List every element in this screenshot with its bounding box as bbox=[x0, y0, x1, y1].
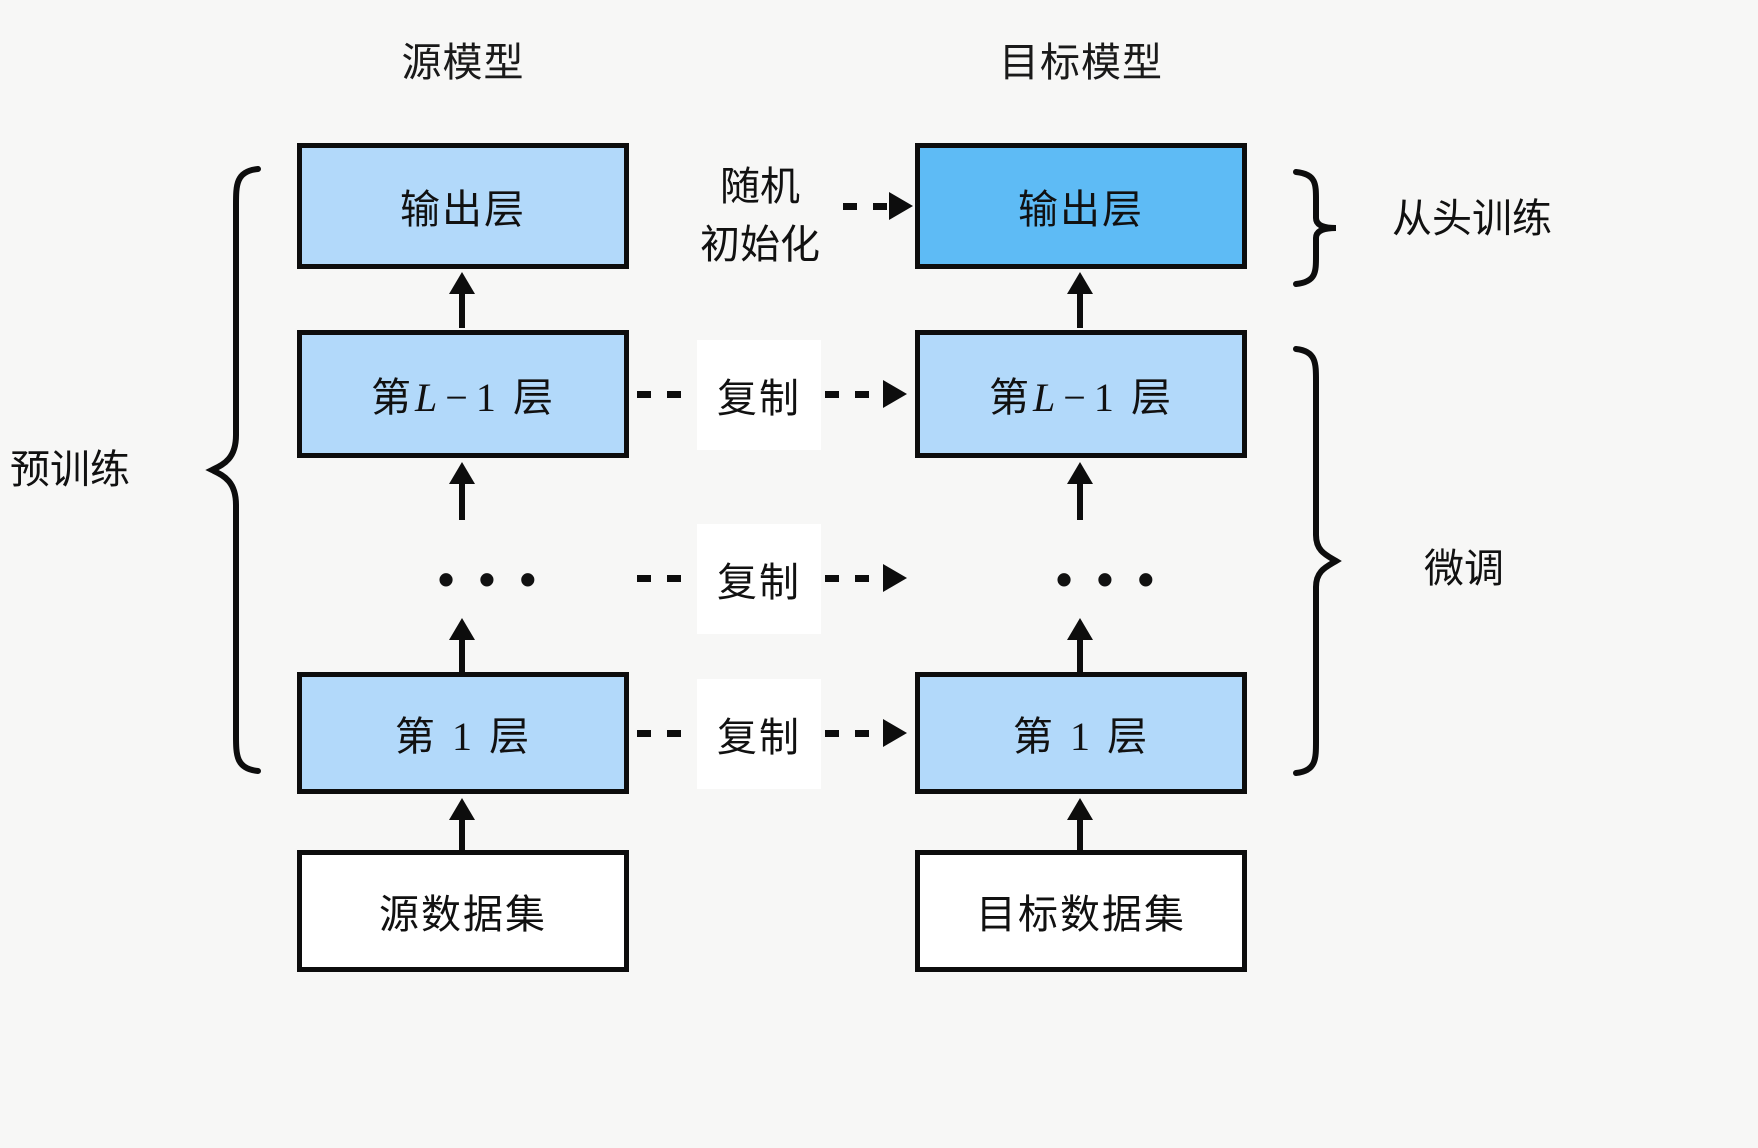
pretrain-brace bbox=[205, 165, 266, 775]
random-init-dashed-line bbox=[843, 203, 893, 210]
source-output-layer-box: 输出层 bbox=[297, 143, 629, 269]
source-arrow-layer1-to-ellipsis bbox=[449, 618, 475, 672]
target-arrow-dataset-to-layer1 bbox=[1067, 798, 1093, 850]
copy2-arrowhead bbox=[883, 564, 907, 592]
source-dataset-box: 源数据集 bbox=[297, 850, 629, 972]
target-output-layer-box: 输出层 bbox=[915, 143, 1247, 269]
source-ellipsis: • • • bbox=[438, 553, 542, 605]
target-layer-1-label: 第 1 层 bbox=[1012, 714, 1150, 759]
copy3-label-box: 复制 bbox=[697, 679, 821, 789]
source-arrow-l1-to-output bbox=[449, 272, 475, 328]
target-dataset-label: 目标数据集 bbox=[976, 893, 1186, 937]
source-layer-L1-box: 第L−1 层 bbox=[297, 330, 629, 458]
copy1-label: 复制 bbox=[717, 377, 801, 421]
target-arrow-l1-to-output bbox=[1067, 272, 1093, 328]
copy1-dashed-right bbox=[825, 391, 887, 398]
source-arrow-ellipsis-to-L1 bbox=[449, 462, 475, 520]
target-layer-1-box: 第 1 层 bbox=[915, 672, 1247, 794]
fine-tune-label: 微调 bbox=[1424, 547, 1504, 591]
pretrain-label: 预训练 bbox=[10, 448, 130, 492]
random-init-label: 随机 初始化 bbox=[680, 158, 840, 274]
copy3-dashed-left bbox=[637, 730, 699, 737]
target-arrow-ellipsis-to-L1 bbox=[1067, 462, 1093, 520]
target-layer-L1-label: 第L−1 层 bbox=[989, 375, 1173, 420]
source-layer-1-box: 第 1 层 bbox=[297, 672, 629, 794]
target-arrow-layer1-to-ellipsis bbox=[1067, 618, 1093, 672]
source-layer-1-label: 第 1 层 bbox=[394, 714, 532, 759]
source-output-layer-label: 输出层 bbox=[400, 188, 526, 232]
random-init-arrowhead bbox=[889, 192, 913, 220]
copy1-arrowhead bbox=[883, 380, 907, 408]
train-from-scratch-label: 从头训练 bbox=[1392, 197, 1552, 241]
source-dataset-label: 源数据集 bbox=[379, 893, 547, 937]
copy2-label-box: 复制 bbox=[697, 524, 821, 634]
target-dataset-box: 目标数据集 bbox=[915, 850, 1247, 972]
train-from-scratch-brace bbox=[1288, 168, 1348, 288]
copy2-label: 复制 bbox=[717, 561, 801, 605]
target-model-title: 目标模型 bbox=[999, 41, 1163, 85]
copy3-dashed-right bbox=[825, 730, 887, 737]
source-layer-L1-label: 第L−1 层 bbox=[371, 375, 555, 420]
source-arrow-dataset-to-layer1 bbox=[449, 798, 475, 850]
source-model-title: 源模型 bbox=[401, 41, 525, 85]
random-init-line1: 随机 bbox=[720, 165, 800, 209]
target-layer-L1-box: 第L−1 层 bbox=[915, 330, 1247, 458]
copy1-dashed-left bbox=[637, 391, 699, 398]
target-ellipsis: • • • bbox=[1056, 553, 1160, 605]
copy2-dashed-left bbox=[637, 575, 699, 582]
copy3-label: 复制 bbox=[717, 716, 801, 760]
copy3-arrowhead bbox=[883, 719, 907, 747]
fine-tune-brace bbox=[1288, 345, 1348, 777]
copy2-dashed-right bbox=[825, 575, 887, 582]
random-init-line2: 初始化 bbox=[700, 223, 820, 267]
target-output-layer-label: 输出层 bbox=[1018, 188, 1144, 232]
copy1-label-box: 复制 bbox=[697, 340, 821, 450]
